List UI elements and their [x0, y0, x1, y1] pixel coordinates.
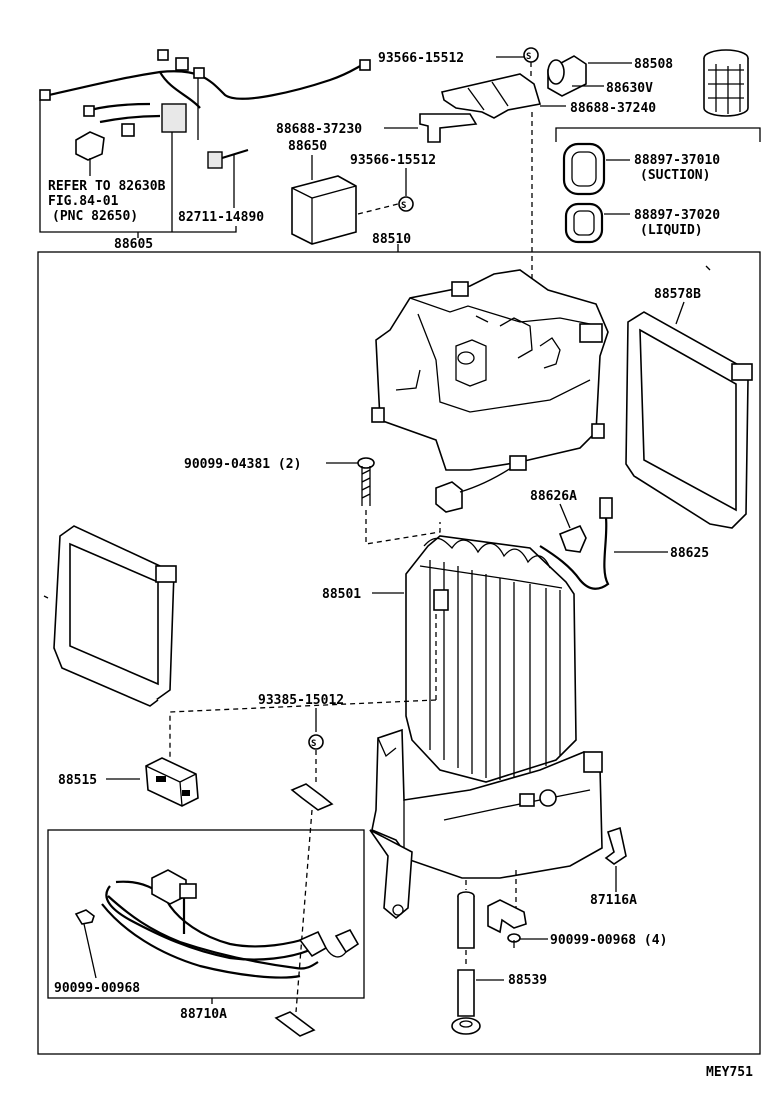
screw-90099-04381[interactable]: [357, 457, 375, 506]
clamp-87116A[interactable]: [604, 826, 627, 865]
label-88626A: 88626A: [530, 489, 577, 504]
relay-cover-88630V[interactable]: [703, 49, 749, 117]
bracket-88688-37240[interactable]: [441, 73, 542, 119]
label-88625: 88625: [670, 546, 709, 561]
screw-90099-00968-tube[interactable]: [74, 909, 95, 925]
label-liquid: (LIQUID): [640, 223, 703, 238]
svg-text:S: S: [401, 201, 406, 211]
seal-88578B[interactable]: [625, 311, 753, 529]
seal-left[interactable]: [53, 525, 177, 707]
evaporator-88501[interactable]: [405, 535, 577, 783]
clip-lower-2[interactable]: [274, 1011, 316, 1037]
label-88688-37230: 88688-37230: [276, 122, 362, 137]
label-88578B: 88578B: [654, 287, 701, 302]
oring-88897-37020[interactable]: [564, 202, 604, 244]
nut-93385-15012[interactable]: S: [308, 734, 324, 750]
label-88510: 88510: [372, 232, 411, 247]
label-93566-15512-mid: 93566-15512: [350, 153, 436, 168]
label-refer-3: (PNC 82650): [52, 209, 138, 224]
amplifier-88650[interactable]: [291, 175, 357, 245]
clip-lower-1[interactable]: [290, 783, 334, 811]
expansion-valve-88515[interactable]: [145, 757, 199, 807]
thermistor-clip-88626A[interactable]: [558, 524, 587, 553]
label-90099-04381: 90099-04381 (2): [184, 457, 301, 472]
bracket-bottom[interactable]: [487, 899, 527, 934]
label-82711-14890: 82711-14890: [178, 210, 264, 225]
label-88508: 88508: [634, 57, 673, 72]
diagram-code: MEY751: [706, 1065, 753, 1080]
main-frame: [37, 251, 761, 1055]
label-87116A: 87116A: [590, 893, 637, 908]
thermistor-88625[interactable]: [539, 497, 613, 590]
bracket-82711-14890[interactable]: [207, 148, 249, 169]
screw-90099-00968-4[interactable]: [507, 933, 521, 948]
label-90099-00968: 90099-00968: [54, 981, 140, 996]
label-90099-00968-4: 90099-00968 (4): [550, 933, 667, 948]
bracket-88688-37230[interactable]: [419, 113, 478, 143]
oring-88897-37010[interactable]: [562, 142, 606, 196]
upper-housing[interactable]: [371, 269, 609, 513]
label-93385-15012: 93385-15012: [258, 693, 344, 708]
nut-93566-15512-mid[interactable]: S: [398, 196, 414, 212]
label-88515: 88515: [58, 773, 97, 788]
tube-assy-88710A[interactable]: [101, 869, 360, 979]
label-88650: 88650: [288, 139, 327, 154]
label-88897-37020: 88897-37020: [634, 208, 720, 223]
label-refer-1: REFER TO 82630B: [48, 179, 166, 194]
tube-assy-box: [47, 829, 365, 999]
svg-text:S: S: [311, 739, 316, 749]
label-88539: 88539: [508, 973, 547, 988]
label-suction: (SUCTION): [640, 168, 710, 183]
label-88501: 88501: [322, 587, 361, 602]
nut-93566-15512-top[interactable]: S: [523, 47, 539, 63]
label-88688-37240: 88688-37240: [570, 101, 656, 116]
label-88710A: 88710A: [180, 1007, 227, 1022]
label-88605: 88605: [114, 237, 153, 252]
svg-text:S: S: [526, 52, 531, 62]
label-88897-37010: 88897-37010: [634, 153, 720, 168]
wire-harness-88605[interactable]: [39, 49, 371, 176]
label-93566-15512-top: 93566-15512: [378, 51, 464, 66]
lower-case[interactable]: [369, 728, 603, 920]
relay-88508[interactable]: [547, 55, 587, 97]
label-refer-2: FIG.84-01: [48, 194, 119, 209]
drain-hose-88539[interactable]: [451, 891, 481, 1035]
label-88630V: 88630V: [606, 81, 653, 96]
